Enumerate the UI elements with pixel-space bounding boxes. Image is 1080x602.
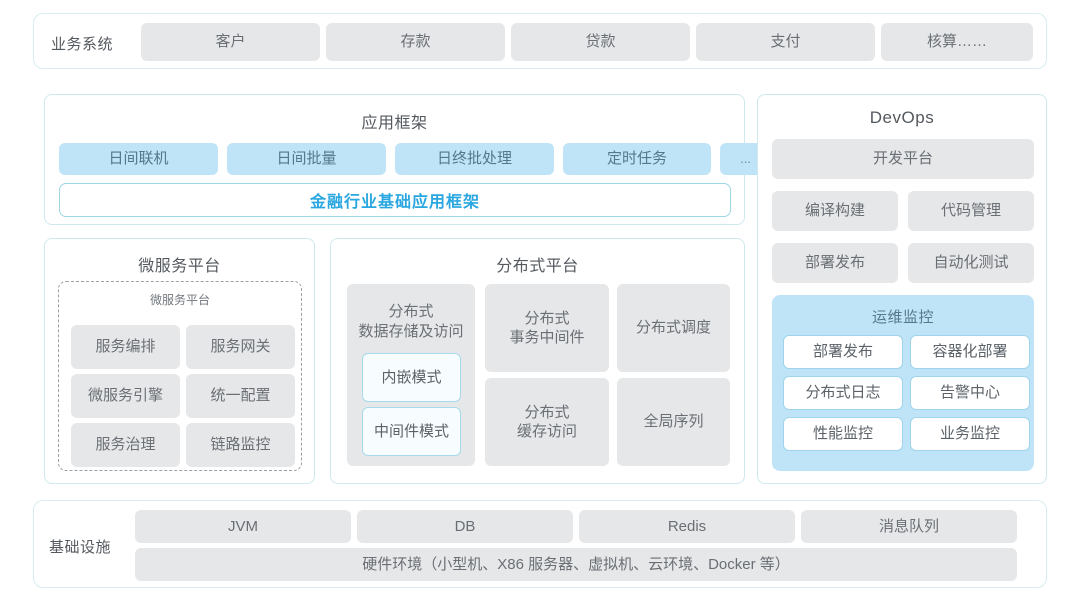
devops-dev-platform[interactable]: 开发平台 — [772, 139, 1034, 179]
devops-panel: DevOps 开发平台 编译构建 代码管理 部署发布 自动化测试 运维监控 部署… — [757, 94, 1047, 484]
devops-item-code-management[interactable]: 代码管理 — [908, 191, 1034, 231]
ms-item-unified-config[interactable]: 统一配置 — [186, 374, 295, 418]
business-layer-label: 业务系统 — [51, 36, 114, 53]
infra-hardware-environment[interactable]: 硬件环境（小型机、X86 服务器、虚拟机、云环境、Docker 等） — [135, 548, 1017, 581]
infra-item-redis[interactable]: Redis — [579, 510, 795, 543]
dist-mode-embedded[interactable]: 内嵌模式 — [362, 353, 461, 402]
ops-item-deploy-release[interactable]: 部署发布 — [783, 335, 903, 369]
ms-item-service-gateway[interactable]: 服务网关 — [186, 325, 295, 369]
infra-item-message-queue[interactable]: 消息队列 — [801, 510, 1017, 543]
dist-storage-label: 分布式 数据存储及访问 — [358, 303, 464, 340]
distributed-platform-title: 分布式平台 — [496, 258, 579, 275]
infrastructure-label: 基础设施 — [49, 539, 112, 556]
ms-item-microservice-engine[interactable]: 微服务引擎 — [71, 374, 180, 418]
business-item-deposit[interactable]: 存款 — [326, 23, 505, 61]
dist-item-global-sequence[interactable]: 全局序列 — [617, 378, 730, 466]
business-item-accounting[interactable]: 核算…… — [881, 23, 1033, 61]
ops-item-performance-monitoring[interactable]: 性能监控 — [783, 417, 903, 451]
ops-item-container-deploy[interactable]: 容器化部署 — [910, 335, 1030, 369]
business-item-loan[interactable]: 贷款 — [511, 23, 690, 61]
devops-item-automated-testing[interactable]: 自动化测试 — [908, 243, 1034, 283]
app-module-scheduled-task[interactable]: 定时任务 — [563, 143, 711, 175]
business-item-payment[interactable]: 支付 — [696, 23, 875, 61]
microservice-inner-dashed-box: 微服务平台 — [58, 281, 302, 471]
app-module-eod-batch[interactable]: 日终批处理 — [395, 143, 554, 175]
devops-item-compile-build[interactable]: 编译构建 — [772, 191, 898, 231]
app-module-daily-batch[interactable]: 日间批量 — [227, 143, 386, 175]
dist-item-cache-access[interactable]: 分布式 缓存访问 — [485, 378, 609, 466]
distributed-platform-panel: 分布式平台 分布式 数据存储及访问 内嵌模式 中间件模式 分布式 事务中间件 分… — [330, 238, 745, 484]
business-layer-card: 业务系统 客户 存款 贷款 支付 核算…… — [33, 13, 1047, 69]
microservice-platform-panel: 微服务平台 微服务平台 服务编排 服务网关 微服务引擎 统一配置 服务治理 链路… — [44, 238, 315, 484]
microservice-platform-title: 微服务平台 — [138, 258, 221, 275]
app-module-daily-online[interactable]: 日间联机 — [59, 143, 218, 175]
ops-item-business-monitoring[interactable]: 业务监控 — [910, 417, 1030, 451]
dist-item-transaction-middleware[interactable]: 分布式 事务中间件 — [485, 284, 609, 372]
infra-item-jvm[interactable]: JVM — [135, 510, 351, 543]
ops-monitoring-title: 运维监控 — [871, 309, 934, 326]
dist-mode-middleware[interactable]: 中间件模式 — [362, 407, 461, 456]
base-application-framework-bar[interactable]: 金融行业基础应用框架 — [59, 183, 731, 217]
app-framework-title: 应用框架 — [361, 115, 428, 132]
devops-title: DevOps — [869, 108, 935, 127]
ms-item-link-monitoring[interactable]: 链路监控 — [186, 423, 295, 467]
ops-item-alert-center[interactable]: 告警中心 — [910, 376, 1030, 410]
infra-item-db[interactable]: DB — [357, 510, 573, 543]
devops-item-deploy-release[interactable]: 部署发布 — [772, 243, 898, 283]
business-item-customer[interactable]: 客户 — [141, 23, 320, 61]
infrastructure-card: 基础设施 JVM DB Redis 消息队列 硬件环境（小型机、X86 服务器、… — [33, 500, 1047, 588]
ms-item-service-orchestration[interactable]: 服务编排 — [71, 325, 180, 369]
dist-item-scheduling[interactable]: 分布式调度 — [617, 284, 730, 372]
app-framework-panel: 应用框架 日间联机 日间批量 日终批处理 定时任务 ... 金融行业基础应用框架 — [44, 94, 771, 225]
ops-item-distributed-log[interactable]: 分布式日志 — [783, 376, 903, 410]
microservice-inner-title: 微服务平台 — [149, 293, 210, 307]
ms-item-service-governance[interactable]: 服务治理 — [71, 423, 180, 467]
